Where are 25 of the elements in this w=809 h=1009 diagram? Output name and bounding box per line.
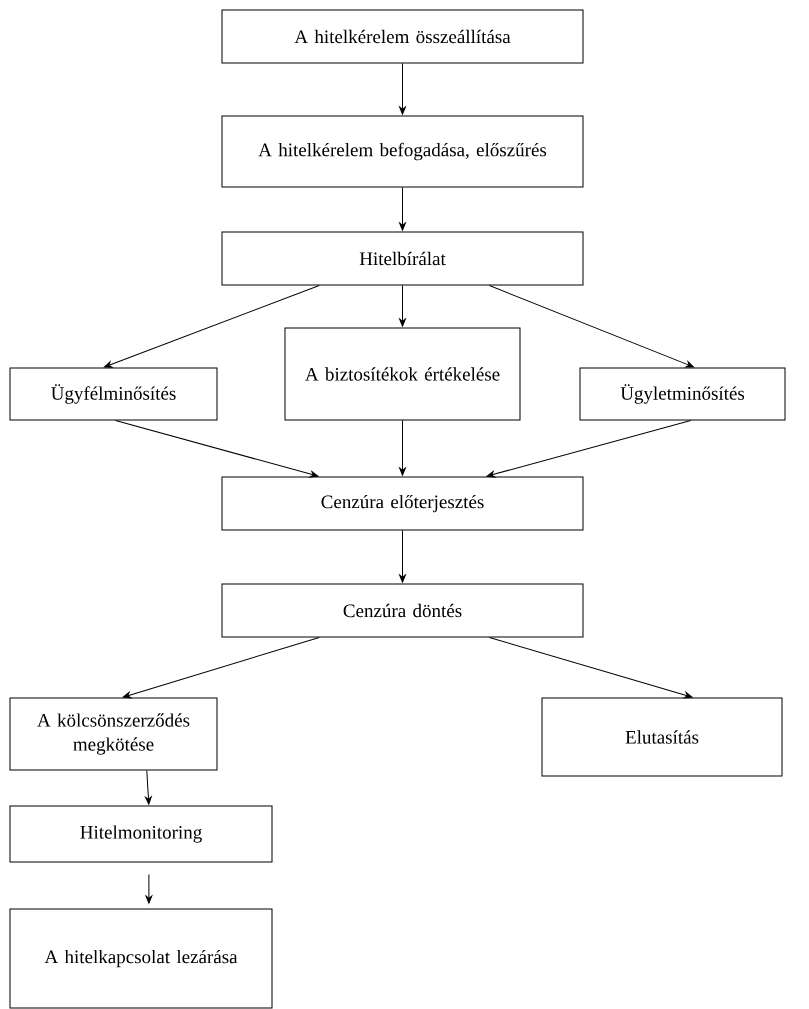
- arrow: [399, 420, 406, 476]
- arrow: [399, 187, 406, 231]
- process-box: Elutasítás: [541, 697, 783, 777]
- process-box: Ügyfélminősítés: [9, 367, 218, 421]
- process-box: A hitelkapcsolat lezárása: [9, 908, 273, 1009]
- process-box: Hitelmonitoring: [9, 805, 273, 863]
- process-box: A biztosítékok értékelése: [284, 327, 521, 421]
- arrow: [145, 770, 152, 805]
- arrow: [103, 285, 320, 368]
- process-box: A hitelkérelem összeállítása: [221, 9, 584, 64]
- arrow: [486, 420, 692, 478]
- arrow: [399, 530, 406, 583]
- process-box: A kölcsönszerződés megkötése: [9, 697, 218, 771]
- process-box: Cenzúra döntés: [221, 583, 584, 638]
- process-box: Ügyletminősítés: [579, 367, 786, 421]
- arrow: [488, 637, 693, 699]
- arrow: [488, 285, 695, 368]
- arrow: [115, 420, 319, 478]
- arrow: [399, 285, 406, 327]
- process-box: Hitelbírálat: [221, 231, 584, 286]
- process-box: Cenzúra előterjesztés: [221, 476, 584, 531]
- arrow: [145, 874, 153, 904]
- arrow: [122, 637, 320, 699]
- arrow: [399, 63, 406, 115]
- process-box: A hitelkérelem befogadása, előszűrés: [221, 115, 584, 188]
